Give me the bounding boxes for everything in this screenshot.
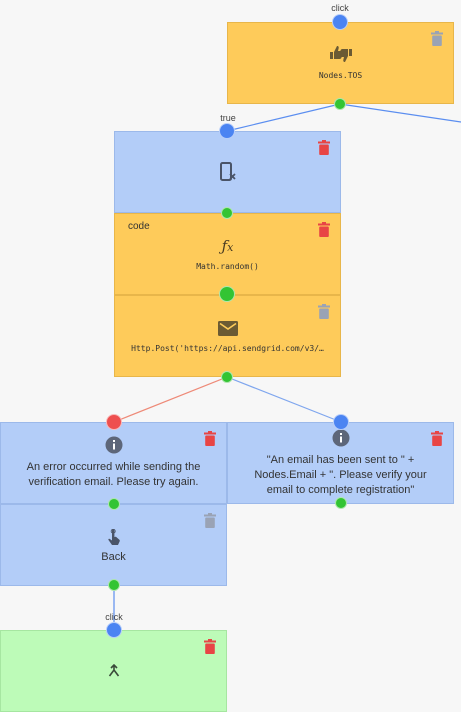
device-output-port[interactable] (221, 207, 233, 219)
thumbs-up-down-icon (328, 45, 354, 63)
envelope-icon (217, 321, 238, 336)
wire-verify-to-error (113, 376, 228, 423)
mobile-close-icon (219, 162, 237, 182)
back-output-port[interactable] (108, 579, 120, 591)
error-input-port[interactable] (106, 414, 122, 430)
delete-icon (204, 431, 216, 446)
delete-icon (204, 513, 216, 528)
tap-hand-icon (107, 529, 121, 546)
function-fx-icon: ƒx (221, 237, 234, 255)
device-port-label: true (220, 113, 236, 123)
code-label: code (128, 221, 150, 232)
entry-node[interactable] (0, 630, 227, 712)
email-node[interactable]: Http.Post('https://api.sendgrid.com/v3/… (114, 295, 341, 377)
delete-icon (204, 639, 216, 654)
tos-condition-node[interactable]: Nodes.TOS (227, 22, 454, 104)
error-message-text: An error occurred while sending the veri… (26, 461, 201, 488)
wire-tos-offscreen (339, 103, 461, 123)
delete-icon (431, 431, 443, 446)
success-message-text: "An email has been sent to " + Nodes.Ema… (254, 454, 427, 496)
error-output-port[interactable] (108, 498, 120, 510)
email-expression: Http.Post('https://api.sendgrid.com/v3/… (131, 344, 324, 353)
delete-icon (318, 140, 330, 155)
code-node[interactable]: code ƒx Math.random() (114, 213, 341, 295)
tos-input-port[interactable] (332, 14, 348, 30)
wire-tos-to-verify (226, 103, 341, 132)
wire-verify-to-success (226, 376, 342, 423)
code-output-port[interactable] (219, 286, 235, 302)
entry-input-port[interactable] (106, 622, 122, 638)
success-output-port[interactable] (335, 497, 347, 509)
error-message-node[interactable]: An error occurred while sending the veri… (0, 422, 227, 504)
back-label: Back (101, 551, 126, 563)
back-node[interactable]: Back (0, 504, 227, 586)
tos-port-label: click (331, 3, 349, 13)
entry-port-label: click (105, 612, 123, 622)
device-input-port[interactable] (219, 123, 235, 139)
success-input-port[interactable] (333, 414, 349, 430)
success-message-node[interactable]: "An email has been sent to " + Nodes.Ema… (227, 422, 454, 504)
merge-arrow-icon (107, 664, 121, 678)
delete-icon (318, 304, 330, 319)
info-icon (332, 429, 350, 447)
delete-icon (318, 222, 330, 237)
tos-expression: Nodes.TOS (318, 71, 363, 80)
device-node[interactable] (114, 131, 341, 213)
email-output-port[interactable] (221, 371, 233, 383)
tos-output-port[interactable] (334, 98, 346, 110)
info-icon (105, 436, 123, 454)
delete-icon (431, 31, 443, 46)
code-expression: Math.random() (196, 262, 259, 271)
